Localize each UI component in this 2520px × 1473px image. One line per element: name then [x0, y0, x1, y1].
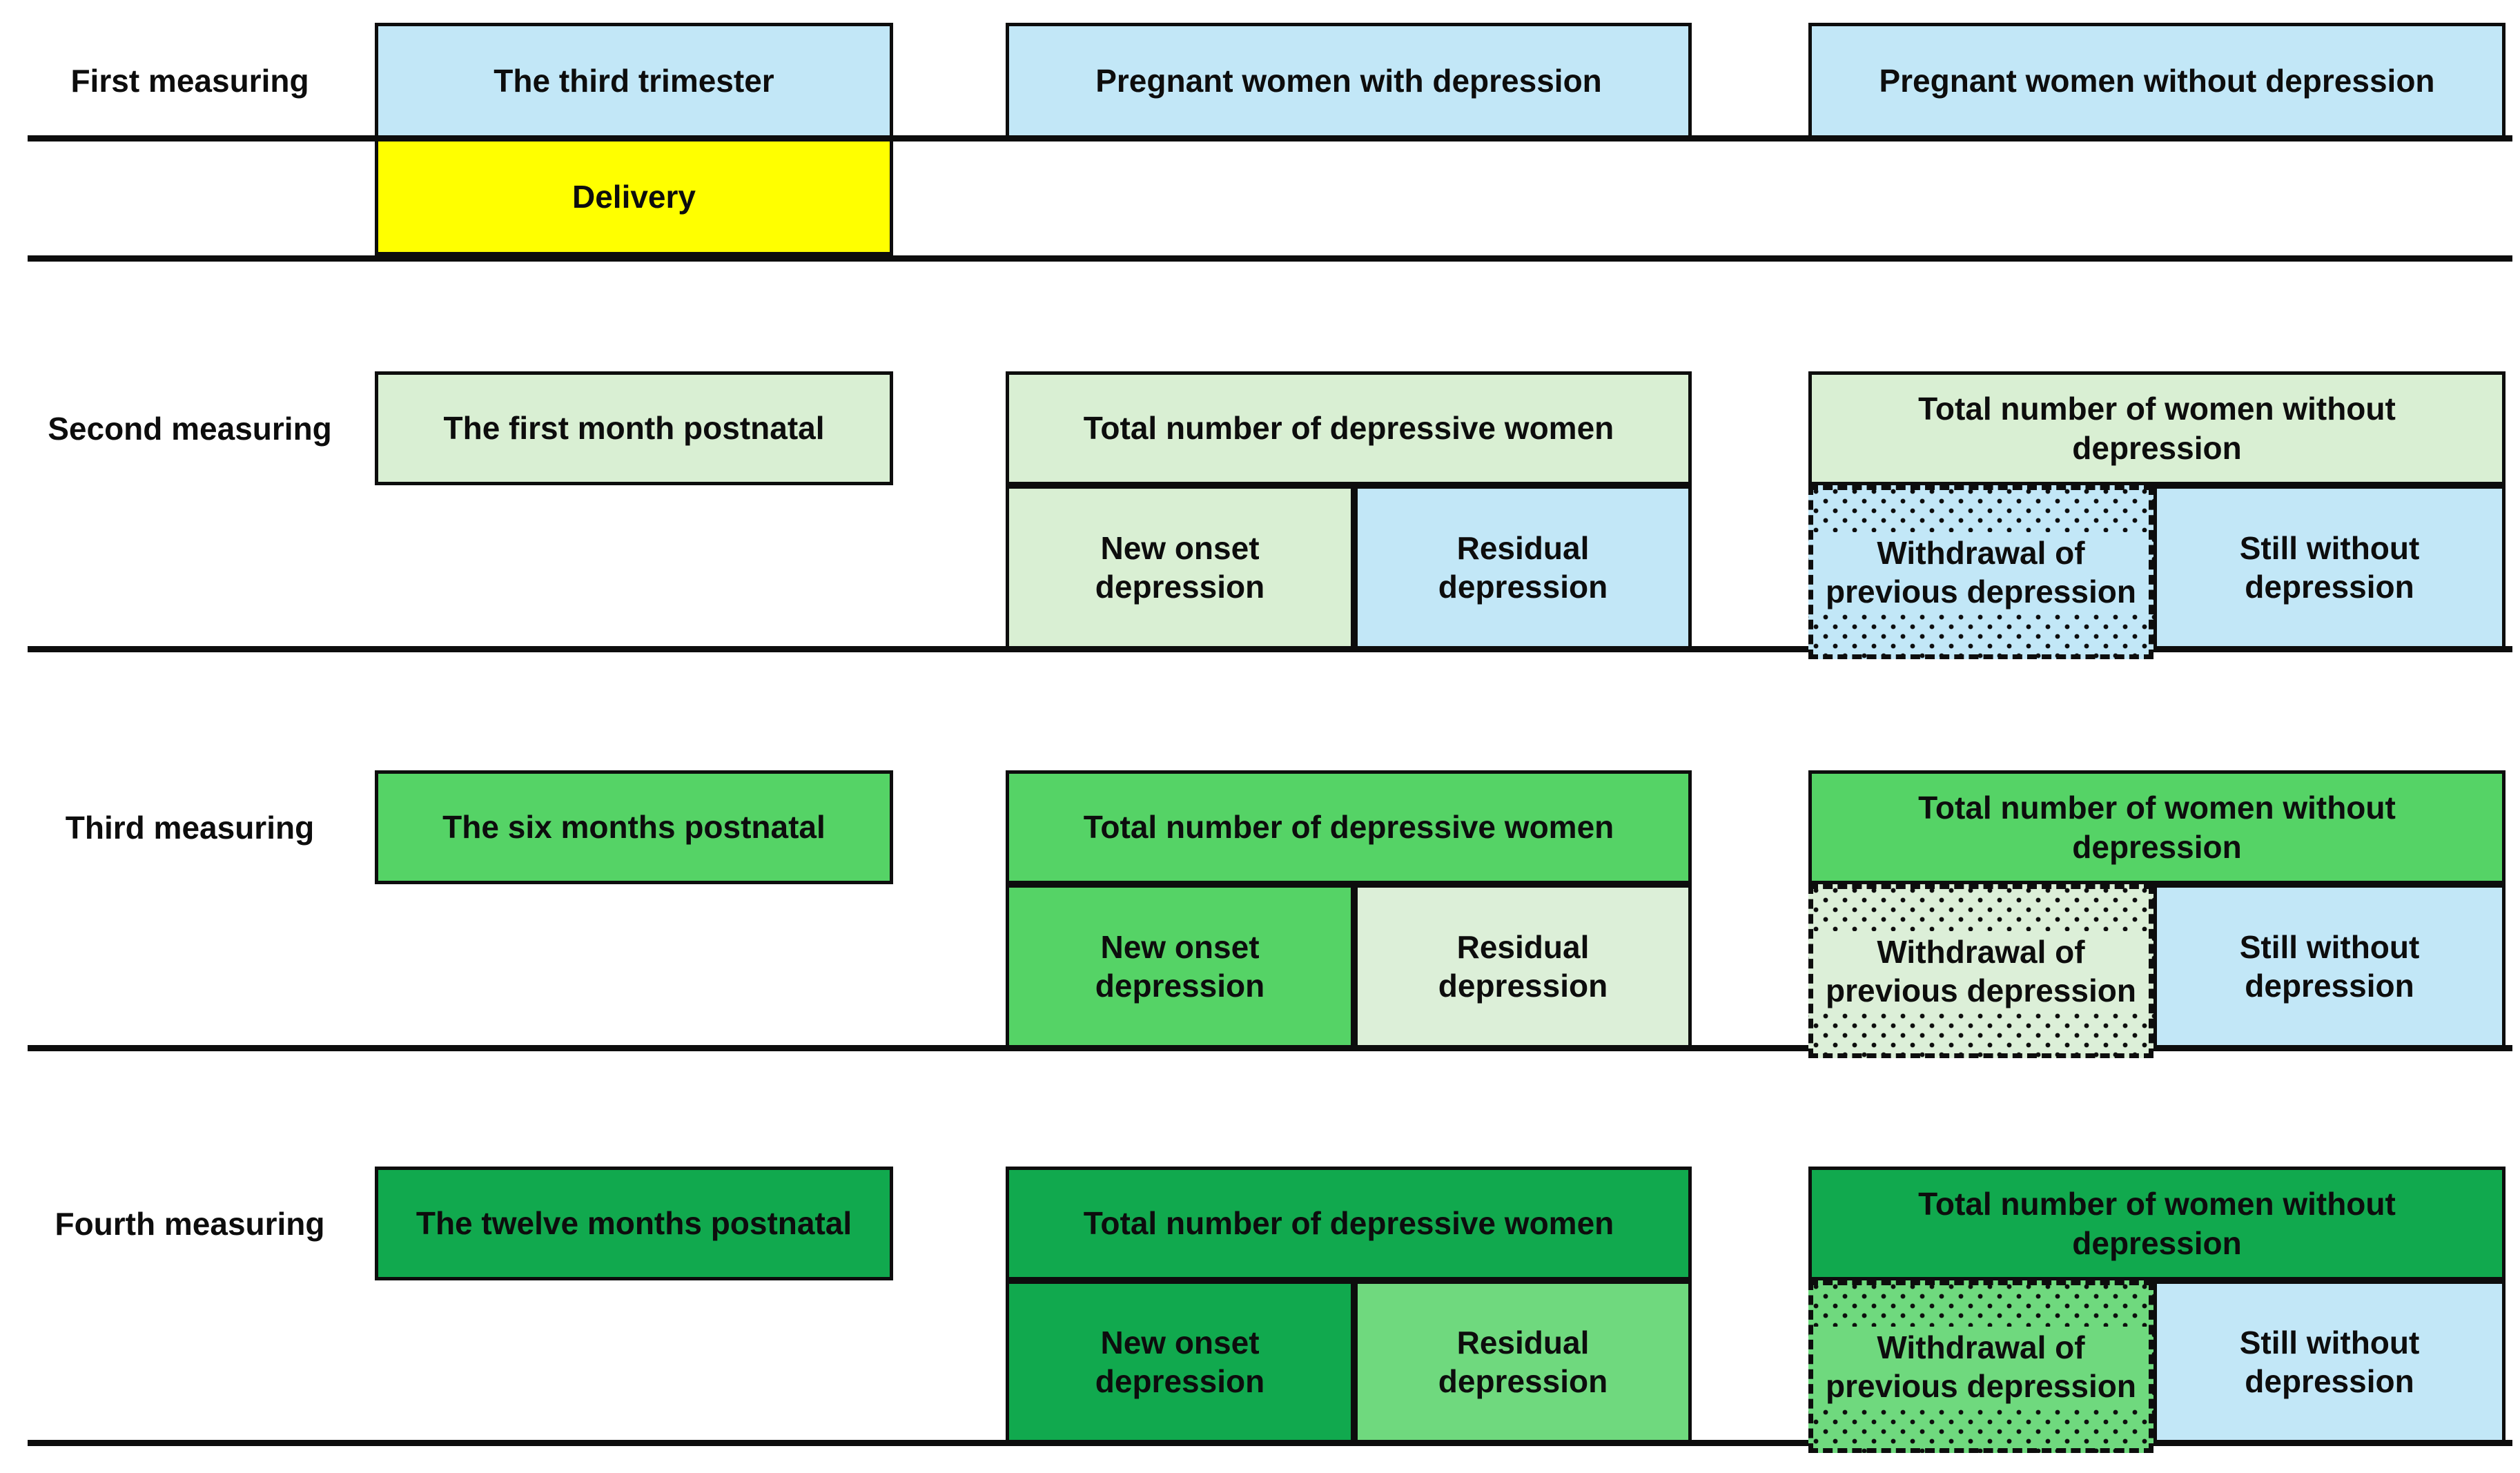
row3-new-onset-box: New onset depression [1006, 884, 1354, 1048]
pregnant-without-depression-text: Pregnant women without depression [1879, 62, 2435, 99]
period-box-first-month-postnatal-text: The first month postnatal [443, 410, 825, 447]
row4-withdrawal-text: Withdrawal of previous depression [1813, 1326, 2149, 1407]
period-box-third-trimester-text: The third trimester [494, 62, 774, 99]
row4-depressive-total-text: Total number of depressive women [1083, 1205, 1614, 1242]
row4-without-total-box: Total number of women without depression [1808, 1167, 2506, 1280]
row4-new-onset-box: New onset depression [1006, 1280, 1354, 1443]
row4-still-without-box: Still without depression [2153, 1280, 2506, 1443]
row2-still-without-text: Still without depression [2239, 529, 2420, 605]
row3-residual-text: Residual depression [1438, 928, 1608, 1004]
row4-without-total-text: Total number of women without depression [1918, 1186, 2396, 1261]
delivery-text: Delivery [572, 178, 696, 215]
row4-residual-text: Residual depression [1438, 1324, 1608, 1399]
row2-new-onset-text: New onset depression [1095, 529, 1265, 605]
third-measuring-label: Third measuring [65, 809, 315, 846]
second-measuring-label: Second measuring [48, 410, 332, 447]
period-box-twelve-months-postnatal-text: The twelve months postnatal [416, 1205, 852, 1242]
row3-still-without-box: Still without depression [2153, 884, 2506, 1048]
row3-without-total-box: Total number of women without depression [1808, 770, 2506, 884]
timeline-line-2 [28, 255, 2512, 262]
row4-new-onset-text: New onset depression [1095, 1324, 1265, 1399]
first-measuring-label: First measuring [70, 63, 309, 99]
row2-still-without-box: Still without depression [2153, 485, 2506, 650]
row3-residual-box: Residual depression [1354, 884, 1692, 1048]
period-box-third-trimester: The third trimester [375, 23, 893, 139]
row2-without-total-box: Total number of women without depression [1808, 371, 2506, 485]
row2-withdrawal-text: Withdrawal of previous depression [1813, 531, 2149, 613]
row2-depressive-total-text: Total number of depressive women [1083, 410, 1614, 447]
row3-depressive-total-text: Total number of depressive women [1083, 809, 1614, 846]
row3-withdrawal-text: Withdrawal of previous depression [1813, 930, 2149, 1012]
row2-new-onset-box: New onset depression [1006, 485, 1354, 650]
pregnant-with-depression-box: Pregnant women with depression [1006, 23, 1692, 139]
pregnant-without-depression-box: Pregnant women without depression [1808, 23, 2506, 139]
period-box-first-month-postnatal: The first month postnatal [375, 371, 893, 485]
row3-without-total-text: Total number of women without depression [1918, 790, 2396, 865]
row3-new-onset-text: New onset depression [1095, 928, 1265, 1004]
pregnant-with-depression-text: Pregnant women with depression [1095, 62, 1602, 99]
row4-depressive-total-box: Total number of depressive women [1006, 1167, 1692, 1280]
row4-still-without-text: Still without depression [2239, 1324, 2420, 1399]
row3-still-without-text: Still without depression [2239, 928, 2420, 1004]
row3-depressive-total-box: Total number of depressive women [1006, 770, 1692, 884]
delivery-box: Delivery [375, 138, 893, 255]
row2-without-total-text: Total number of women without depression [1918, 391, 2396, 466]
row2-residual-text: Residual depression [1438, 529, 1608, 605]
period-box-six-months-postnatal-text: The six months postnatal [442, 809, 826, 846]
row4-withdrawal-box: Withdrawal of previous depression [1808, 1280, 2153, 1453]
period-box-twelve-months-postnatal: The twelve months postnatal [375, 1167, 893, 1280]
row2-withdrawal-box: Withdrawal of previous depression [1808, 485, 2153, 659]
period-box-six-months-postnatal: The six months postnatal [375, 770, 893, 884]
fourth-measuring-label: Fourth measuring [55, 1205, 325, 1242]
row2-residual-box: Residual depression [1354, 485, 1692, 650]
row4-residual-box: Residual depression [1354, 1280, 1692, 1443]
row2-depressive-total-box: Total number of depressive women [1006, 371, 1692, 485]
row3-withdrawal-box: Withdrawal of previous depression [1808, 884, 2153, 1058]
